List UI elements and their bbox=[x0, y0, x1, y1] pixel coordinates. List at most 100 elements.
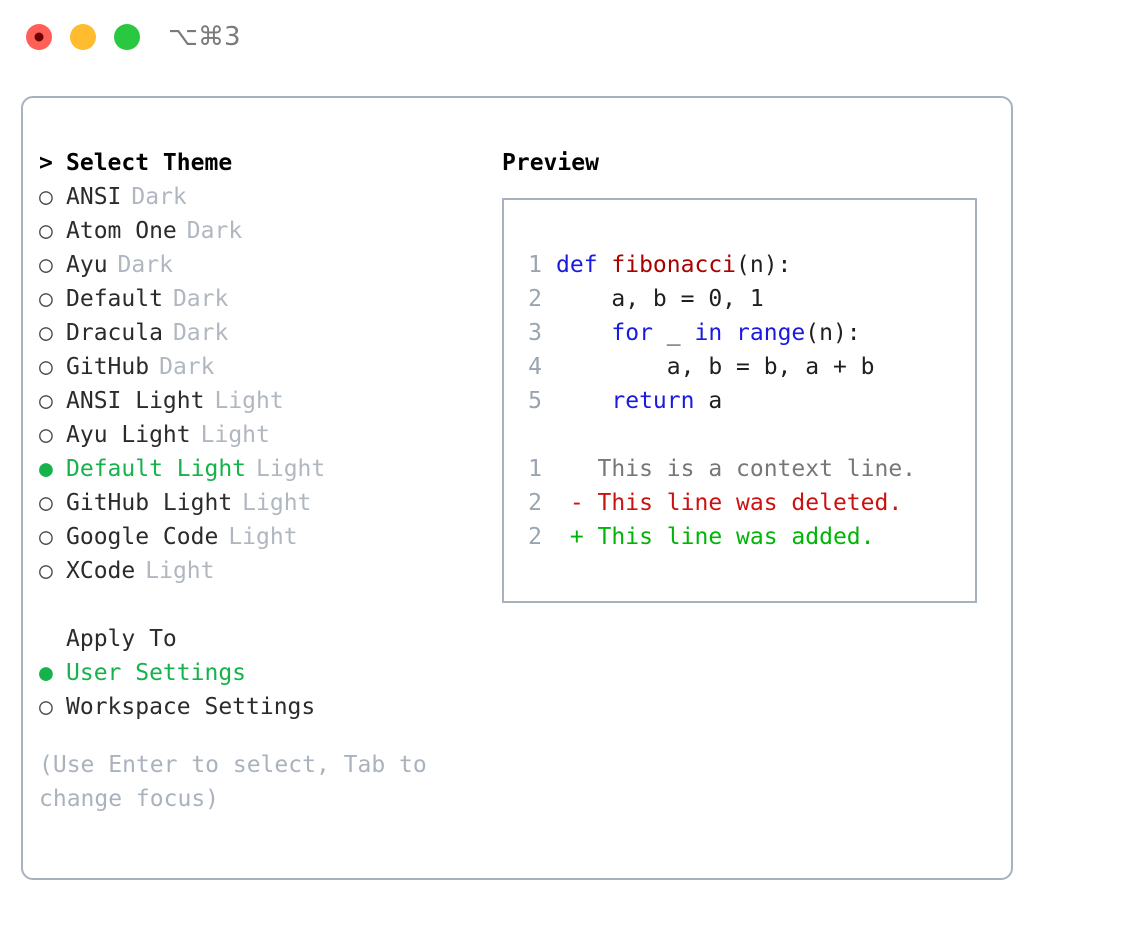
theme-variant-badge: Dark bbox=[172, 320, 229, 346]
code-line: 3 for _ in range(n): bbox=[520, 316, 916, 350]
select-theme-title: Select Theme bbox=[66, 150, 233, 176]
apply-to-item-label: User Settings bbox=[66, 660, 247, 686]
theme-list-item[interactable]: ○ Google Code Light bbox=[39, 520, 479, 554]
code-line: 1 def fibonacci(n): bbox=[520, 248, 916, 282]
theme-list-item[interactable]: ○ ANSI Dark bbox=[39, 180, 479, 214]
theme-list-item-label: Dracula bbox=[66, 320, 163, 346]
line-number: 5 bbox=[528, 388, 542, 414]
theme-variant-badge: Dark bbox=[131, 184, 187, 210]
line-number: 2 bbox=[528, 524, 542, 550]
apply-to-title: Apply To bbox=[66, 626, 177, 652]
code-token: (n): bbox=[736, 252, 792, 278]
theme-variant-badge: Light bbox=[145, 558, 215, 584]
diff-line: 2 + This line was added. bbox=[520, 520, 916, 554]
theme-list-item[interactable]: ○ ANSI Light Light bbox=[39, 384, 479, 418]
theme-variant-badge: Dark bbox=[186, 218, 243, 244]
theme-list-item-label: Ayu bbox=[66, 252, 108, 278]
keyboard-hint-text: (Use Enter to select, Tab to change focu… bbox=[39, 752, 427, 812]
minimize-button[interactable] bbox=[70, 24, 96, 50]
radio-unselected-icon[interactable]: ○ bbox=[39, 490, 53, 516]
radio-unselected-icon[interactable]: ○ bbox=[39, 422, 53, 448]
code-token: fibonacci bbox=[611, 252, 737, 278]
apply-to-list[interactable]: ● User Settings ○ Workspace Settings bbox=[39, 656, 479, 724]
code-line: 5 return a bbox=[520, 384, 916, 418]
title-bar: ⌥⌘3 bbox=[0, 0, 1140, 80]
code-token: _ bbox=[652, 320, 695, 346]
code-token: + This line was added. bbox=[556, 524, 875, 550]
theme-list-item[interactable]: ○ Ayu Dark bbox=[39, 248, 479, 282]
theme-list-item[interactable]: ○ Ayu Light Light bbox=[39, 418, 479, 452]
theme-variant-badge: Light bbox=[200, 422, 270, 448]
line-number: 4 bbox=[528, 354, 542, 380]
theme-list-item[interactable]: ○ Default Dark bbox=[39, 282, 479, 316]
code-token: for bbox=[611, 320, 653, 346]
radio-unselected-icon[interactable]: ○ bbox=[39, 694, 53, 720]
radio-unselected-icon[interactable]: ○ bbox=[39, 524, 53, 550]
code-token: a, b = b, a + b bbox=[556, 354, 875, 380]
radio-unselected-icon[interactable]: ○ bbox=[39, 286, 53, 312]
radio-selected-icon[interactable]: ● bbox=[39, 660, 53, 686]
theme-list-item-label: ANSI Light bbox=[66, 388, 205, 414]
list-spacer bbox=[39, 588, 479, 622]
line-number: 2 bbox=[528, 490, 542, 516]
code-token bbox=[556, 388, 611, 414]
apply-to-item-label: Workspace Settings bbox=[66, 694, 316, 720]
code-token: def bbox=[556, 252, 612, 278]
radio-unselected-icon[interactable]: ○ bbox=[39, 354, 53, 380]
theme-list-item-label: Atom One bbox=[66, 218, 177, 244]
apply-to-item[interactable]: ○ Workspace Settings bbox=[39, 690, 479, 724]
radio-unselected-icon[interactable]: ○ bbox=[39, 184, 53, 210]
theme-variant-badge: Dark bbox=[172, 286, 229, 312]
theme-list-item[interactable]: ○ Atom One Dark bbox=[39, 214, 479, 248]
theme-list-item-label: ANSI bbox=[66, 184, 122, 210]
window-controls bbox=[26, 24, 140, 50]
apply-to-header: ○ Apply To bbox=[39, 622, 479, 656]
apply-to-item[interactable]: ● User Settings bbox=[39, 656, 479, 690]
theme-variant-badge: Dark bbox=[117, 252, 173, 278]
theme-variant-badge: Light bbox=[228, 524, 298, 550]
theme-list-item-label: XCode bbox=[66, 558, 136, 584]
recording-indicator-icon bbox=[34, 32, 44, 42]
code-token bbox=[556, 320, 611, 346]
code-token: a bbox=[694, 388, 723, 414]
theme-variant-badge: Light bbox=[256, 456, 326, 482]
radio-unselected-icon[interactable]: ○ bbox=[39, 252, 53, 278]
select-theme-header: > Select Theme bbox=[39, 146, 479, 180]
theme-list-item-label: Ayu Light bbox=[66, 422, 191, 448]
close-button[interactable] bbox=[26, 24, 52, 50]
code-line: 2 a, b = 0, 1 bbox=[520, 282, 916, 316]
radio-unselected-icon[interactable]: ○ bbox=[39, 558, 53, 584]
diff-line: 1 This is a context line. bbox=[520, 452, 916, 486]
code-line: 4 a, b = b, a + b bbox=[520, 350, 916, 384]
theme-variant-badge: Dark bbox=[159, 354, 215, 380]
code-token: (n): bbox=[805, 320, 861, 346]
diff-line: 2 - This line was deleted. bbox=[520, 486, 916, 520]
code-token: This is a context line. bbox=[556, 456, 917, 482]
theme-list-item-label: Google Code bbox=[66, 524, 219, 550]
radio-unselected-icon[interactable]: ○ bbox=[39, 388, 53, 414]
theme-list-item[interactable]: ○ Dracula Dark bbox=[39, 316, 479, 350]
line-number: 1 bbox=[528, 456, 542, 482]
radio-unselected-icon[interactable]: ○ bbox=[39, 320, 53, 346]
line-number: 1 bbox=[528, 252, 542, 278]
theme-variant-badge: Light bbox=[214, 388, 284, 414]
theme-list-item-label: GitHub Light bbox=[66, 490, 233, 516]
prompt-caret-icon: > bbox=[39, 150, 53, 176]
theme-list-item[interactable]: ○ XCode Light bbox=[39, 554, 479, 588]
code-token: a, b = 0, 1 bbox=[556, 286, 764, 312]
preview-title: Preview bbox=[502, 150, 599, 176]
theme-list-item-label: Default bbox=[66, 286, 163, 312]
radio-selected-icon[interactable]: ● bbox=[39, 456, 53, 482]
maximize-button[interactable] bbox=[114, 24, 140, 50]
line-number: 3 bbox=[528, 320, 542, 346]
line-number: 2 bbox=[528, 286, 542, 312]
code-gap bbox=[520, 418, 916, 452]
code-token: return bbox=[611, 388, 695, 414]
radio-unselected-icon[interactable]: ○ bbox=[39, 218, 53, 244]
